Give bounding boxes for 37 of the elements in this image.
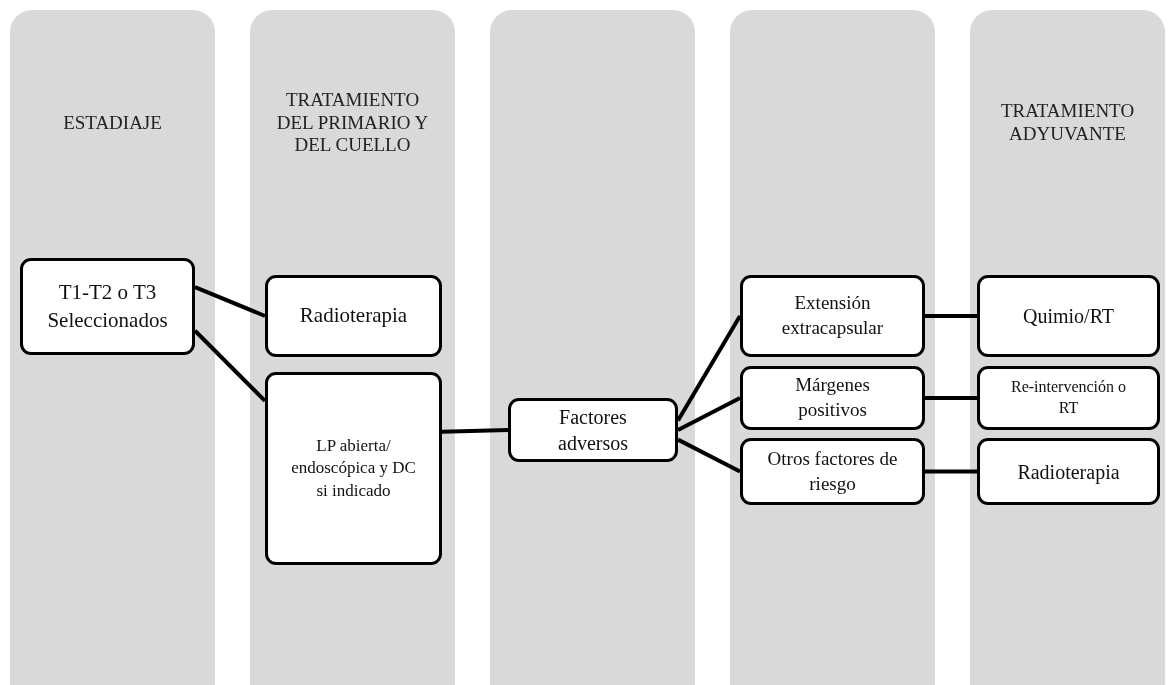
column-band (970, 10, 1165, 685)
connector-line (193, 329, 267, 403)
box-label: Extensión extracapsular (780, 291, 885, 340)
box-label: LP abierta/ endoscópica y DC si indicado (290, 435, 417, 502)
process-box (20, 258, 195, 355)
box-label: Otros factores de riesgo (766, 446, 899, 496)
connector-line (925, 314, 977, 318)
column-heading: ESTADIAJE (63, 111, 162, 135)
connector-line (677, 437, 741, 474)
process-box (265, 372, 442, 565)
connector-line (676, 315, 742, 422)
column-band (490, 10, 695, 685)
box-label: Márgenes positivos (794, 373, 871, 422)
connector-line (441, 428, 509, 434)
process-box (977, 275, 1160, 357)
column-band (10, 10, 215, 685)
box-label: Radioterapia (1017, 459, 1120, 485)
column-band (250, 10, 455, 685)
box-label: Quimio/RT (1023, 304, 1114, 329)
process-box (508, 398, 678, 462)
box-label: Re-intervención o RT (1009, 377, 1128, 418)
process-box (977, 438, 1160, 505)
process-box (265, 275, 442, 357)
process-box (977, 366, 1160, 430)
connector-line (677, 396, 741, 432)
connector-line (925, 469, 977, 474)
column-band (730, 10, 935, 685)
column-heading: TRATAMIENTO ADYUVANTE (999, 100, 1136, 146)
process-box (740, 366, 925, 430)
process-box (740, 438, 925, 505)
process-box (740, 275, 925, 357)
box-label: Radioterapia (299, 302, 408, 330)
column-heading: TRATAMIENTO DEL PRIMARIO Y DEL CUELLO (275, 88, 430, 158)
box-label: Factores adversos (557, 405, 629, 456)
box-label: T1-T2 o T3 Seleccionados (46, 279, 169, 334)
connector-line (925, 396, 977, 400)
connector-line (194, 285, 266, 318)
